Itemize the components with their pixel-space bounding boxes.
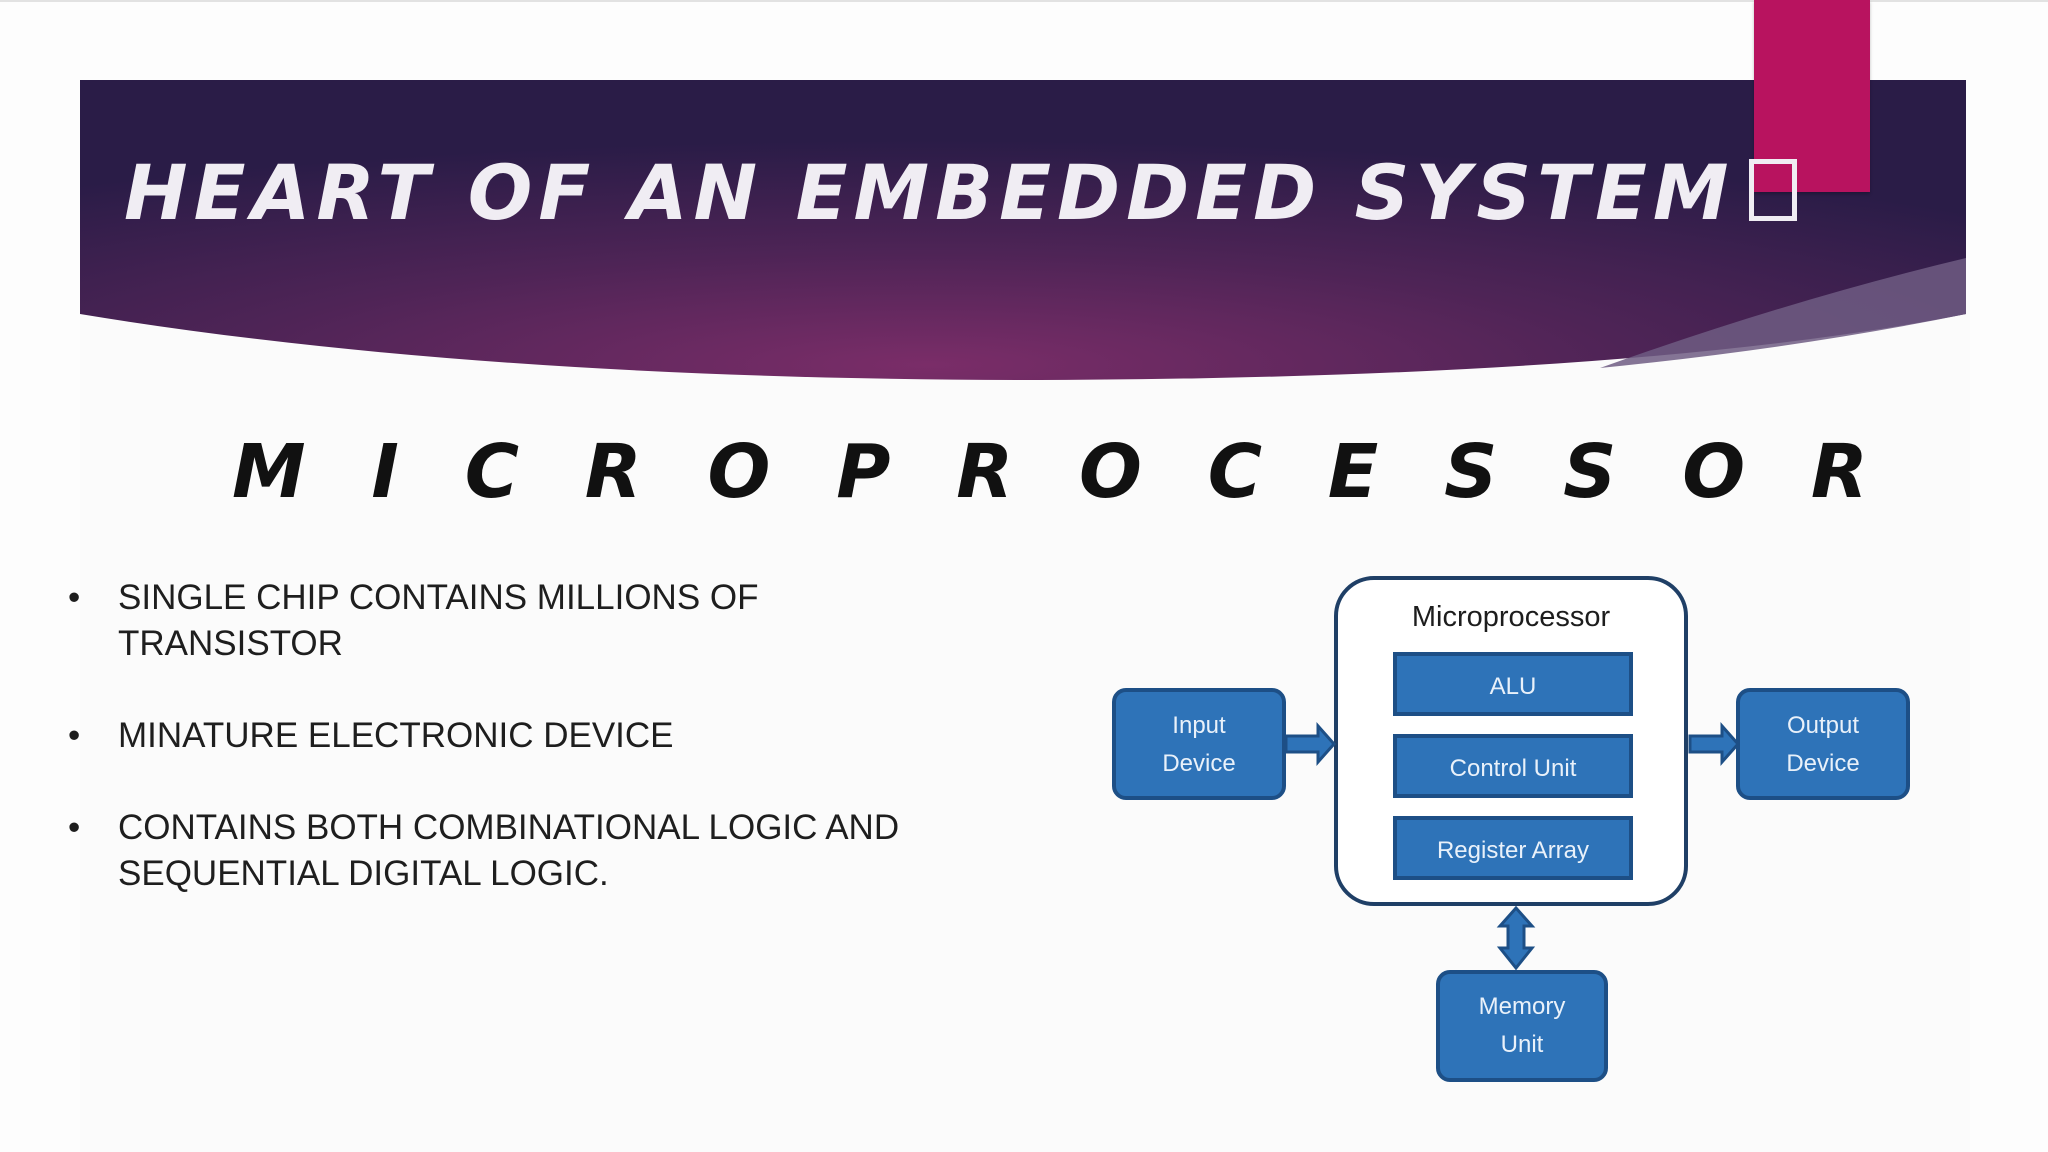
bullet-item: • SINGLE CHIP CONTAINS MILLIONS OF TRANS… [68, 575, 1028, 667]
missing-glyph-icon [1748, 159, 1797, 221]
subtitle-letter: E [1327, 429, 1379, 515]
subtitle-letter: O [1682, 429, 1746, 515]
input-device-block: Input Device [1112, 688, 1286, 800]
subtitle-letter: S [1444, 429, 1498, 515]
alu-label: ALU [1490, 673, 1537, 700]
banner-swoosh [1600, 258, 1966, 368]
microprocessor-label: Microprocessor [1412, 601, 1611, 633]
bullet-list: • SINGLE CHIP CONTAINS MILLIONS OF TRANS… [68, 575, 1028, 897]
output-arrow [1688, 722, 1741, 766]
subtitle-letter: I [371, 429, 399, 515]
input-arrow [1284, 722, 1337, 766]
title-banner [80, 80, 1966, 380]
slide-title: HEART OF AN EMBEDDED SYSTEM [124, 148, 1797, 237]
output-device-block: Output Device [1736, 688, 1910, 800]
bullet-text: SINGLE CHIP CONTAINS MILLIONS OF TRANSIS… [118, 578, 759, 663]
microprocessor-block-diagram: Microprocessor ALU Control Unit Register… [1112, 576, 1910, 1082]
bullet-text: MINATURE ELECTRONIC DEVICE [118, 716, 674, 755]
bullet-marker: • [68, 716, 81, 755]
memory-bidirectional-arrow [1496, 905, 1536, 971]
alu-block: ALU [1393, 652, 1633, 716]
bullet-marker: • [68, 578, 81, 617]
subtitle-letter: M [232, 429, 306, 515]
subtitle-letter: P [836, 429, 891, 515]
subtitle-letter: O [1079, 429, 1142, 515]
output-device-label-line2: Device [1786, 750, 1859, 777]
output-device-label-line1: Output [1787, 712, 1859, 739]
slide-title-text: HEART OF AN EMBEDDED SYSTEM [124, 148, 1735, 237]
subtitle-letter: R [1810, 429, 1868, 515]
subtitle-letter: S [1563, 429, 1617, 515]
memory-unit-block: Memory Unit [1436, 970, 1608, 1082]
memory-unit-label-line1: Memory [1479, 993, 1566, 1020]
input-device-label-line2: Device [1162, 750, 1235, 777]
control-unit-label: Control Unit [1450, 755, 1577, 782]
register-array-block: Register Array [1393, 816, 1633, 880]
input-device-label-line1: Input [1172, 712, 1226, 739]
subtitle-letter: R [584, 429, 642, 515]
control-unit-block: Control Unit [1393, 734, 1633, 798]
subtitle-letter: O [707, 429, 771, 515]
subtitle-letter: R [956, 429, 1014, 515]
memory-unit-label-line2: Unit [1501, 1031, 1544, 1058]
register-array-label: Register Array [1437, 837, 1589, 864]
bullet-item: • CONTAINS BOTH COMBINATIONAL LOGIC AND … [68, 805, 1028, 897]
subtitle-letter: C [464, 429, 520, 515]
top-edge-line [0, 0, 2048, 2]
bullet-text: CONTAINS BOTH COMBINATIONAL LOGIC AND SE… [118, 808, 900, 893]
subtitle-letter: C [1207, 429, 1262, 515]
bullet-marker: • [68, 808, 81, 847]
bullet-item: • MINATURE ELECTRONIC DEVICE [68, 713, 1028, 759]
